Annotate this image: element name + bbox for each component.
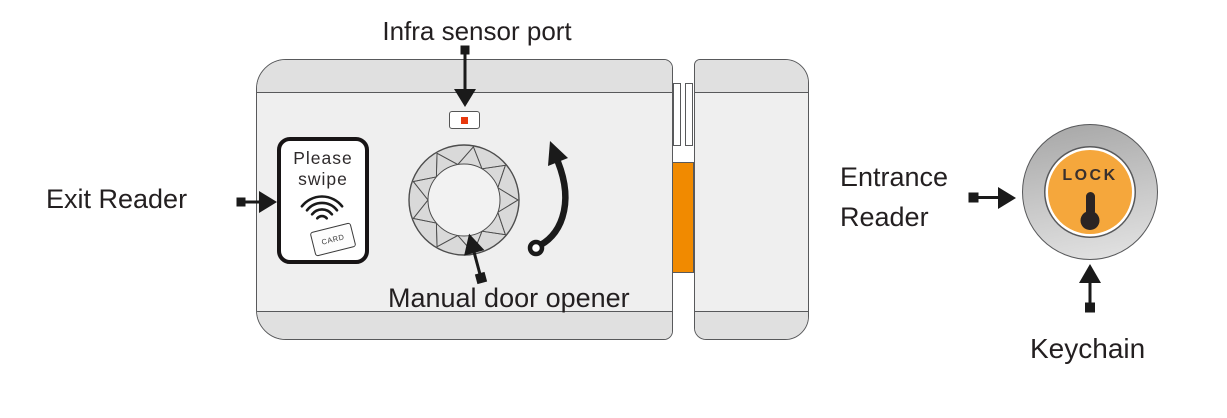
manual-door-opener-label: Manual door opener [388, 283, 630, 313]
keyhole-icon [1085, 192, 1095, 216]
gap-pin-right [685, 83, 693, 146]
entrance-reader-label: Entrance Reader [840, 157, 948, 237]
entrance-label-line1: Entrance [840, 162, 949, 192]
main-body-top-band [257, 60, 672, 93]
entrance-reader-arrow [968, 187, 1016, 209]
keychain-arrow [1079, 264, 1101, 313]
lock-bolt [672, 162, 694, 273]
red-led-square-icon [461, 116, 468, 124]
strike-plate-body [694, 59, 809, 340]
swipe-card-icon: CARD [309, 222, 357, 257]
strike-plate-bottom-band [695, 311, 808, 339]
panel-line2: swipe [298, 169, 348, 189]
gap-pin-left [673, 83, 681, 146]
infra-sensor-label: Infra sensor port [382, 16, 572, 46]
strike-plate-top-band [695, 60, 808, 93]
exit-reader-panel: Please swipe CARD [277, 137, 369, 264]
panel-line1: Please [293, 148, 353, 168]
infra-sensor-port [449, 111, 480, 129]
exit-reader-label: Exit Reader [46, 184, 188, 214]
main-body-bottom-band [257, 311, 672, 339]
please-swipe-text: Please swipe [281, 148, 365, 190]
keychain-label: Keychain [1030, 333, 1146, 364]
entrance-label-line2: Reader [840, 202, 929, 232]
wifi-arcs-icon [296, 194, 348, 227]
lock-button-label: LOCK [1062, 167, 1118, 184]
card-label: CARD [320, 232, 346, 247]
